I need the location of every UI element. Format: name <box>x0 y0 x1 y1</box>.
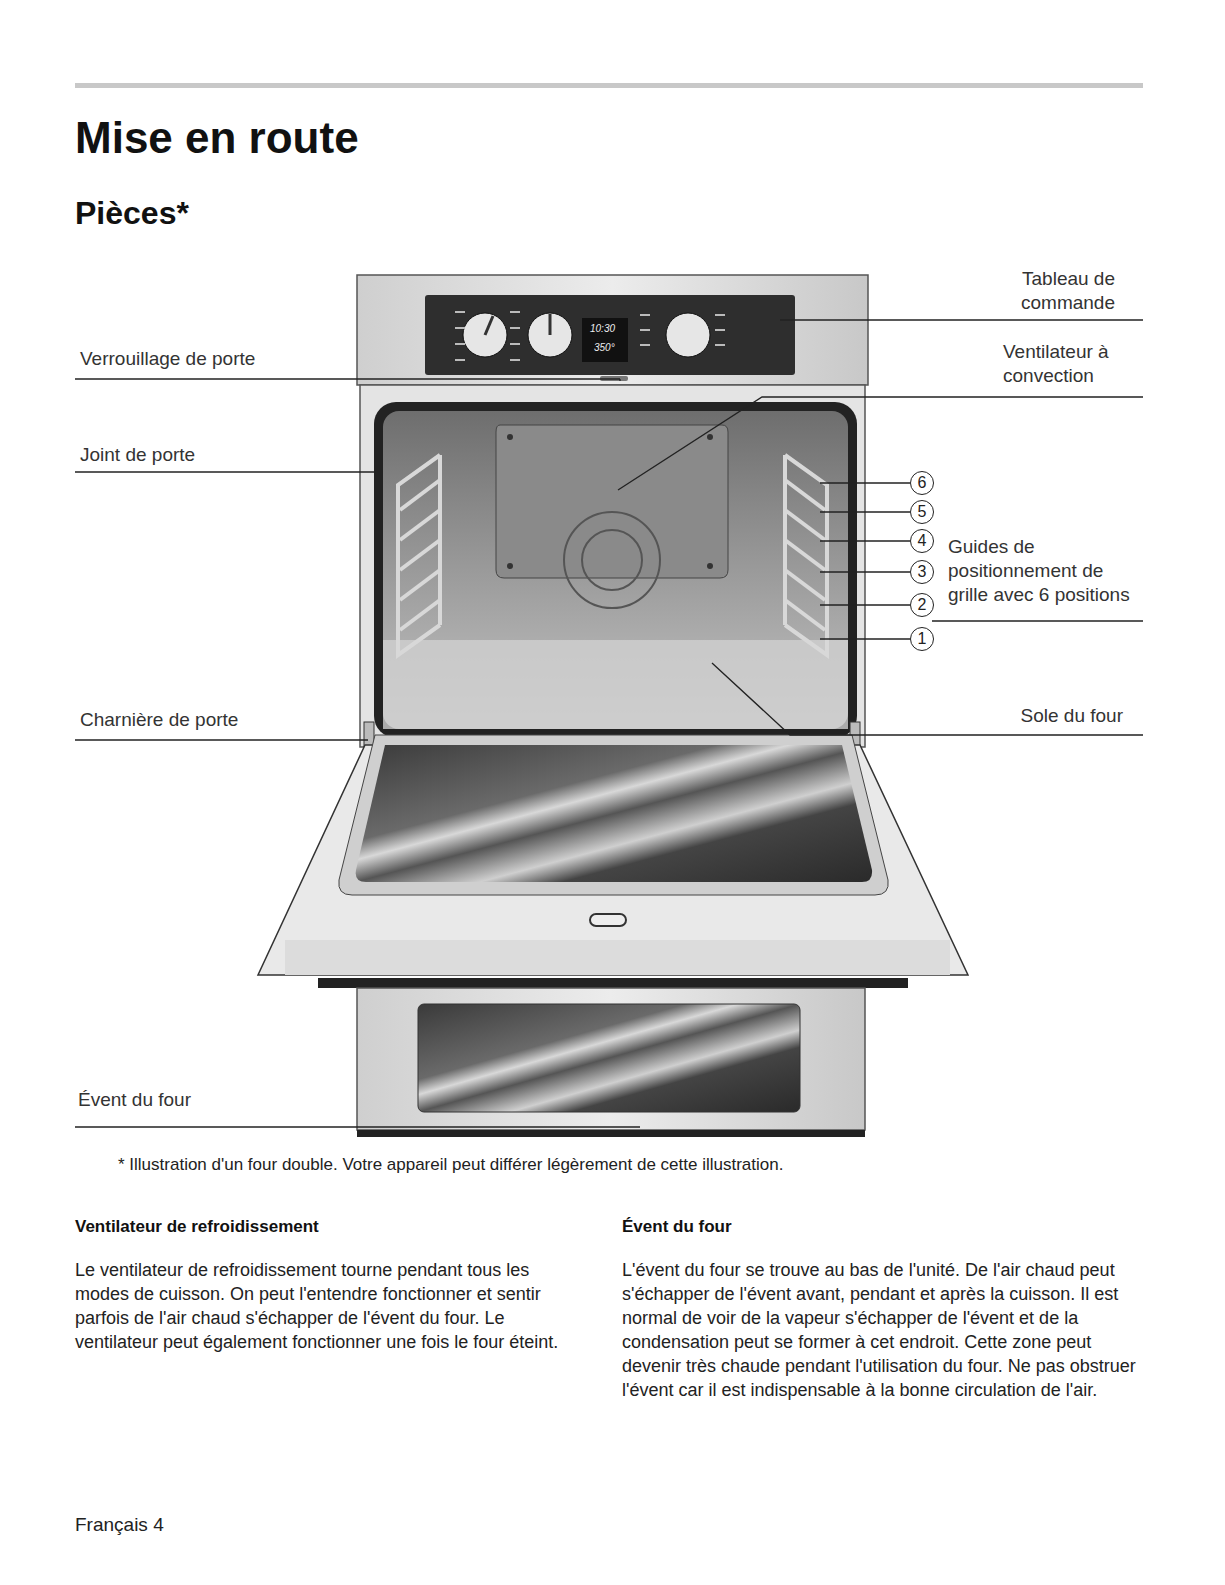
part-label: Charnière de porte <box>80 708 238 732</box>
callout-number: 4 <box>918 533 927 549</box>
callout-number: 6 <box>918 475 927 491</box>
callout-circle: 5 <box>910 500 934 524</box>
callout-circle: 6 <box>910 471 934 495</box>
part-label: Guides de positionnement de grille avec … <box>948 535 1148 607</box>
part-label: Évent du four <box>78 1088 191 1112</box>
part-label: Tableau de commande <box>960 267 1115 315</box>
page-number: Français 4 <box>75 1513 164 1537</box>
paragraph-body: L'évent du four se trouve au bas de l'un… <box>622 1258 1144 1402</box>
callout-circle: 1 <box>910 627 934 651</box>
callout-circle: 3 <box>910 560 934 584</box>
part-label: Verrouillage de porte <box>80 347 255 371</box>
display-text: 10:30 <box>590 323 615 335</box>
part-label: Sole du four <box>1000 704 1123 728</box>
section-heading: Pièces* <box>75 196 189 231</box>
paragraph-heading: Ventilateur de refroidissement <box>75 1216 319 1238</box>
callout-number: 5 <box>918 504 927 520</box>
callout-number: 3 <box>918 564 927 580</box>
figure-caption: * Illustration d'un four double. Votre a… <box>118 1154 1118 1176</box>
page-title: Mise en route <box>75 114 359 162</box>
paragraph-heading: Évent du four <box>622 1216 732 1238</box>
paragraph-body: Le ventilateur de refroidissement tourne… <box>75 1258 587 1354</box>
callout-circle: 2 <box>910 593 934 617</box>
callout-number: 1 <box>918 631 927 647</box>
callout-number: 2 <box>918 597 927 613</box>
display-text: 350° <box>594 342 615 354</box>
part-label: Joint de porte <box>80 443 195 467</box>
part-label: Ventilateur à convection <box>1003 340 1143 388</box>
callout-circle: 4 <box>910 529 934 553</box>
